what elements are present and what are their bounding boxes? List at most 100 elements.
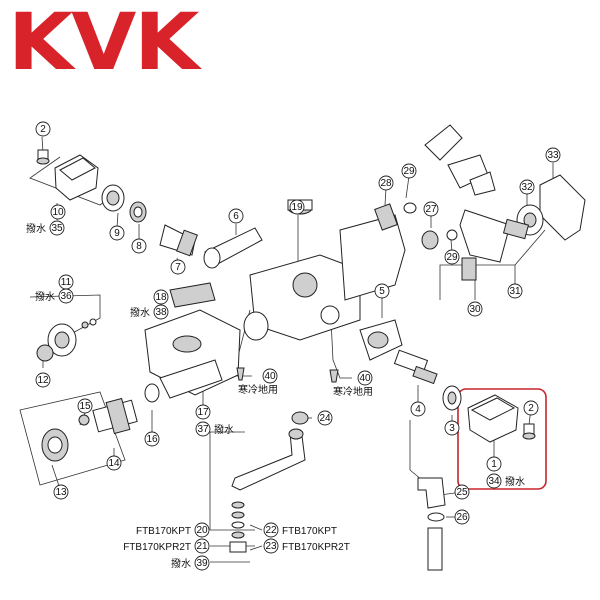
callout-label: 寒冷地用 <box>238 383 278 396</box>
callout-30: 30 <box>467 301 483 317</box>
callout-3: 3 <box>444 420 460 436</box>
part-handle-6 <box>203 227 263 269</box>
callout-number: 17 <box>197 407 209 418</box>
callout-number: 30 <box>469 304 481 315</box>
callout-number: 10 <box>52 207 64 218</box>
callout-circle <box>357 370 373 386</box>
callout-number: 27 <box>425 204 437 215</box>
part-valve-28 <box>374 203 398 231</box>
callout-circle <box>195 404 211 420</box>
callout-number: 13 <box>55 487 67 498</box>
callout-11: 11 <box>58 274 74 290</box>
callout-circle <box>131 238 147 254</box>
callout-8: 8 <box>131 238 147 254</box>
callout-12: 12 <box>35 372 51 388</box>
callout-1: 1 <box>486 456 502 472</box>
callout-number: 6 <box>233 211 239 222</box>
callout-17: 17 <box>195 404 211 420</box>
callout-label: 撥水 <box>26 222 46 235</box>
part-ring-26 <box>427 512 445 522</box>
callout-circle <box>194 555 210 571</box>
callout-4: 4 <box>410 401 426 417</box>
callout-19: 19 <box>289 199 305 215</box>
callout-15: 15 <box>77 398 93 414</box>
part-screw-2 <box>36 149 50 165</box>
callout-circle <box>378 175 394 191</box>
callout-number: 28 <box>380 178 392 189</box>
callout-number: 19 <box>291 202 303 213</box>
part-nut-13 <box>41 428 69 462</box>
callout-38: 38 撥水 <box>130 304 169 320</box>
callout-9: 9 <box>109 225 125 241</box>
part-switch-31 <box>459 209 530 263</box>
callout-number: 16 <box>146 434 158 445</box>
callout-circle <box>35 372 51 388</box>
callout-6: 6 <box>228 208 244 224</box>
callout-label: FTB170KPT <box>136 526 191 537</box>
callout-circle <box>401 163 417 179</box>
callout-13: 13 <box>53 484 69 500</box>
callout-2: 2 <box>35 121 51 137</box>
callout-circle <box>410 401 426 417</box>
callout-circle <box>195 421 211 437</box>
part-elbow-25 <box>417 477 446 509</box>
callout-number: 32 <box>521 182 533 193</box>
part-spout <box>231 428 306 491</box>
callout-number: 21 <box>196 541 208 552</box>
callout-circle <box>545 147 561 163</box>
callout-circle <box>523 400 539 416</box>
callout-number: 38 <box>155 307 167 318</box>
callout-number: 31 <box>509 286 521 297</box>
callout-number: 36 <box>60 291 72 302</box>
part-nut-27 <box>421 230 439 250</box>
callout-25: 25 <box>454 484 470 500</box>
part-plug-40a <box>236 367 245 381</box>
callout-circle <box>77 398 93 414</box>
callout-circle <box>49 220 65 236</box>
callout-27: 27 <box>423 201 439 217</box>
callout-number: 39 <box>196 558 208 569</box>
part-oring-29 <box>403 202 417 214</box>
part-ring-9 <box>101 184 125 212</box>
callout-number: 35 <box>51 223 63 234</box>
callout-number: 20 <box>196 525 208 536</box>
callout-circle <box>444 249 460 265</box>
callout-14: 14 <box>106 455 122 471</box>
part-screw-2b <box>522 423 536 440</box>
callout-24: 24 <box>317 410 333 426</box>
part-cartridge-7 <box>159 224 198 257</box>
callout-circle <box>486 473 502 489</box>
part-body <box>243 214 406 341</box>
part-cover-17 <box>144 309 241 399</box>
callout-circle <box>228 208 244 224</box>
callout-32: 32 <box>519 179 535 195</box>
callout-label: 撥水 <box>130 306 150 319</box>
callout-label: 寒冷地用 <box>333 385 373 398</box>
callout-number: 18 <box>155 292 167 303</box>
callout-circle <box>106 455 122 471</box>
callout-circle <box>486 456 502 472</box>
callout-29b: 29 <box>444 249 460 265</box>
callout-18: 18 <box>153 289 169 305</box>
callout-number: 37 <box>197 424 209 435</box>
callout-number: 26 <box>456 512 468 523</box>
callout-number: 3 <box>449 423 455 434</box>
callout-number: 23 <box>265 541 277 552</box>
callout-31: 31 <box>507 283 523 299</box>
part-cap-12 <box>36 344 54 362</box>
callout-number: 8 <box>136 241 142 252</box>
callout-number: 25 <box>456 487 468 498</box>
callout-circle <box>53 484 69 500</box>
callout-circle <box>317 410 333 426</box>
part-nut-8 <box>129 201 147 223</box>
callout-label: 撥水 <box>214 423 234 436</box>
kvk-logo: KVK <box>8 0 199 88</box>
callout-7: 7 <box>170 259 186 275</box>
callout-circle <box>454 484 470 500</box>
